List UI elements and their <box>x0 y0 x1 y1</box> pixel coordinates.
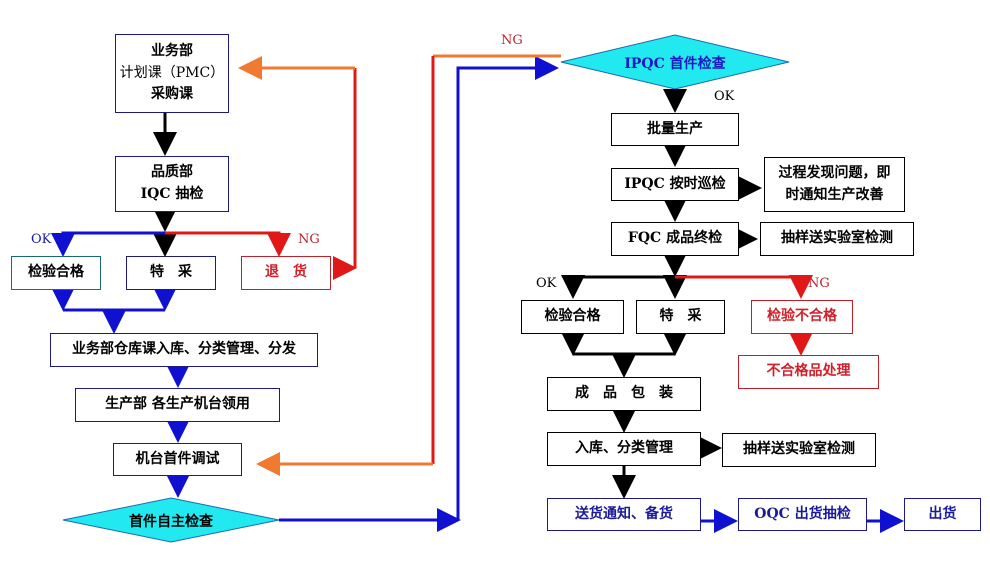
ok-label-right: OK <box>536 276 557 291</box>
planning-line-1: 业务部 <box>151 42 193 59</box>
special2-box: 特 采 <box>636 300 725 334</box>
mass-production-box: 批量生产 <box>611 113 739 146</box>
ok-label-ipqc: OK <box>714 89 735 104</box>
iqc-line-2: IQC 抽检 <box>140 186 204 202</box>
planning-line-2: 计划课（PMC） <box>119 64 225 81</box>
self-check-label: 首件自主检查 <box>129 514 213 530</box>
warehouse-box: 业务部仓库课入库、分类管理、分发 <box>50 333 318 367</box>
patrol-note-line-1: 过程发现问题，即 <box>778 164 891 181</box>
planning-dept-box: 业务部 计划课（PMC） 采购课 <box>115 34 229 113</box>
production-box: 生产部 各生产机台领用 <box>75 388 280 422</box>
self-check-to-ipqc <box>456 56 559 520</box>
ipqc-first-label: IPQC 首件检查 <box>624 56 726 72</box>
patrol-note-line-2: 时通知生产改善 <box>785 186 884 203</box>
ok-label-left: OK <box>31 232 52 247</box>
ipqc-first-diamond <box>560 34 790 90</box>
fail-box: 检验不合格 <box>751 300 853 334</box>
storage-note-box: 抽样送实验室检测 <box>722 433 876 467</box>
ipqc-patrol-box: IPQC 按时巡检 <box>611 168 739 201</box>
pass-box: 检验合格 <box>11 256 101 290</box>
delivery-notice-box: 送货通知、备货 <box>547 498 701 531</box>
ng-label-right: NG <box>808 276 830 291</box>
fqc-box: FQC 成品终检 <box>611 222 739 256</box>
planning-line-3: 采购课 <box>151 86 193 103</box>
fail-handle-box: 不合格品处理 <box>738 355 879 389</box>
pass2-box: 检验合格 <box>521 300 624 334</box>
ng-label-left: NG <box>298 232 320 247</box>
ng-label-top: NG <box>501 33 523 48</box>
iqc-line-1: 品质部 <box>151 164 193 181</box>
special-box: 特 采 <box>126 256 216 290</box>
ng-branch-left <box>165 231 291 257</box>
storage-box: 入库、分类管理 <box>547 432 701 466</box>
machine-debug-box: 机台首件调试 <box>113 443 242 476</box>
ok-branch-left <box>51 231 165 257</box>
iqc-box: 品质部 IQC 抽检 <box>115 156 229 212</box>
return-box: 退 货 <box>241 256 331 290</box>
packing-box: 成 品 包 装 <box>547 377 701 411</box>
ng-branch-right <box>675 275 813 299</box>
ok-branch-right <box>561 275 675 299</box>
shipment-box: 出货 <box>904 498 981 531</box>
fqc-note-box: 抽样送实验室检测 <box>760 222 914 256</box>
patrol-note-box: 过程发现问题，即 时通知生产改善 <box>764 157 905 212</box>
oqc-box: OQC 出货抽检 <box>738 498 867 531</box>
